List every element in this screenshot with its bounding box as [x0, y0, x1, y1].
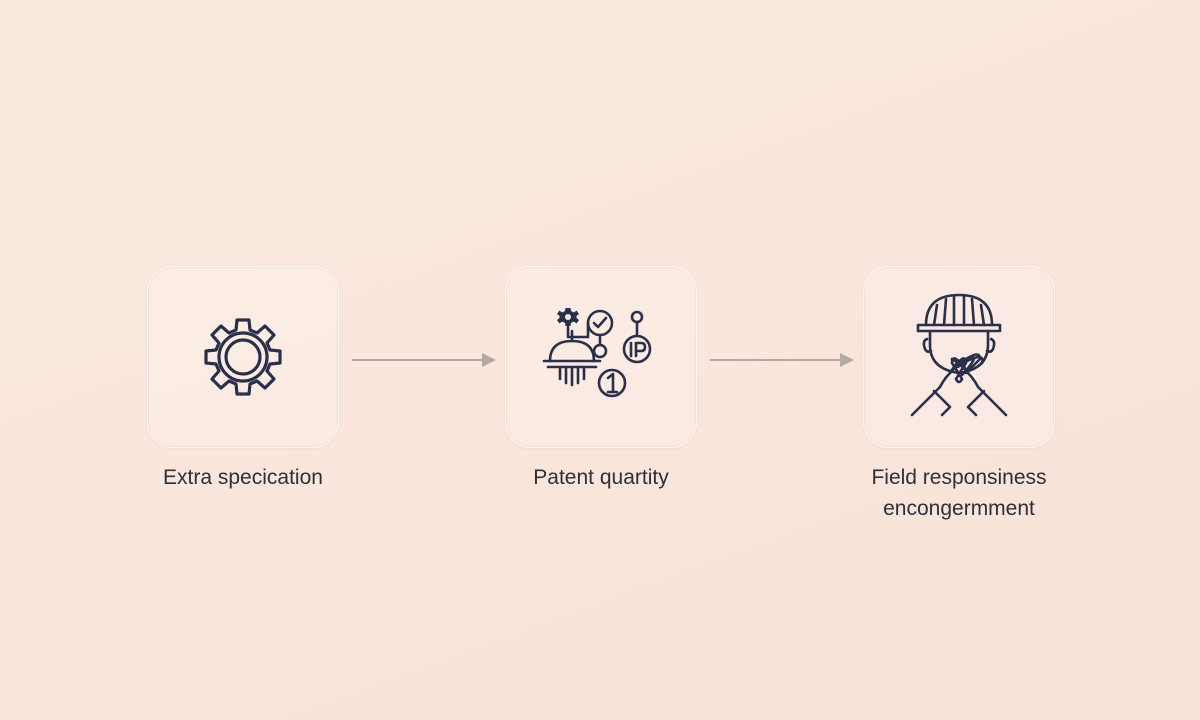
step-label: Patent quartity — [533, 466, 669, 489]
patent-process-icon — [542, 308, 652, 398]
step-patent-quartity: Patent quartity — [505, 266, 697, 489]
step-label: Extra specication — [163, 466, 323, 489]
step-field-responsiness: Field responsiness encongermment — [863, 266, 1055, 520]
step-label: Field responsiness encongermment — [871, 466, 1047, 520]
gear-icon — [204, 318, 282, 396]
small-gear-icon — [557, 308, 579, 326]
step-extra-specication: Extra specication — [147, 266, 339, 489]
arrow-connector — [352, 353, 496, 367]
worker-hard-hat-icon — [910, 293, 1008, 417]
step-card[interactable] — [147, 266, 339, 448]
step-card[interactable] — [505, 266, 697, 448]
step-card[interactable] — [863, 266, 1055, 448]
arrow-connector — [710, 353, 854, 367]
